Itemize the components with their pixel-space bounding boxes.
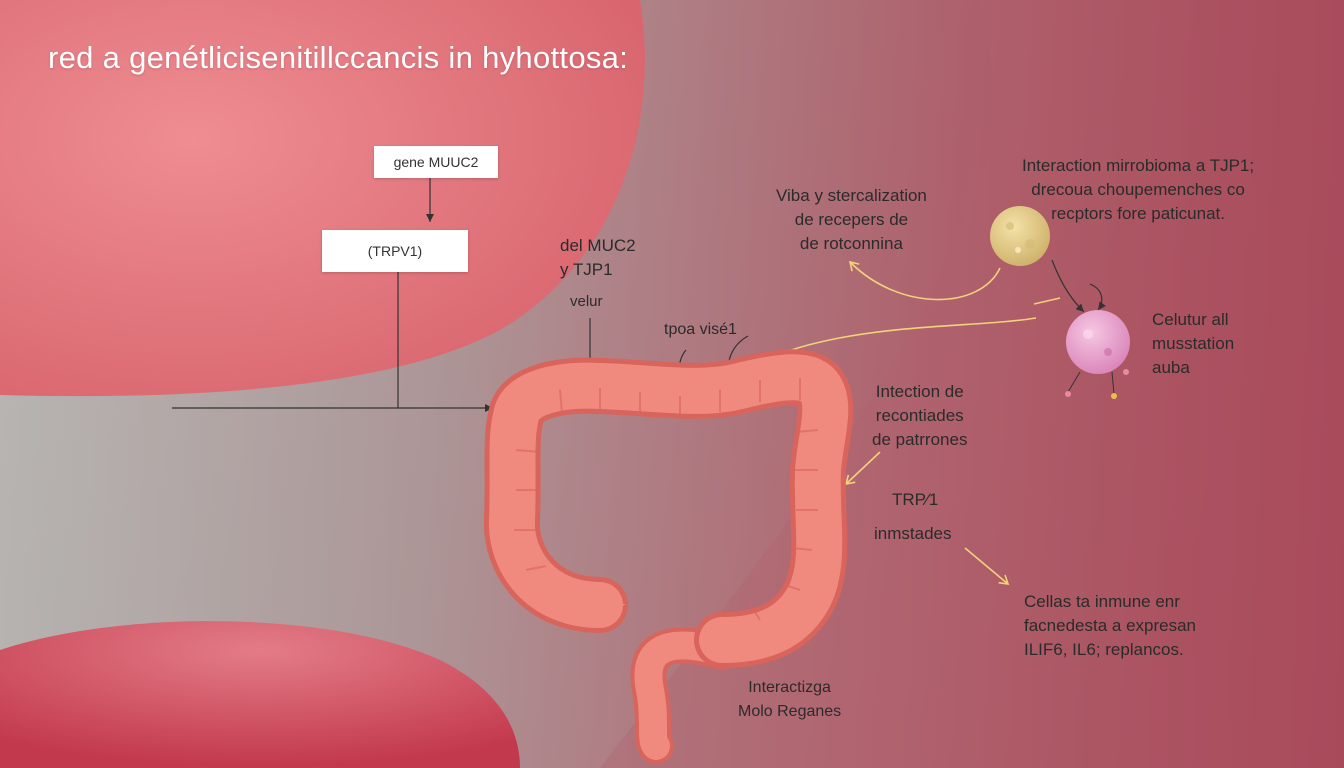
label-intection-line2: recontiades <box>875 406 964 425</box>
arrow-microbe-to-via <box>848 260 1001 301</box>
label-interaction-microbioma: Interaction mirrobioma a TJP1; drecoua c… <box>1022 154 1254 226</box>
page-title: red a genétlicisenitillccancis in hyhott… <box>48 40 629 75</box>
label-interaction-line2: drecoua choupemenches co <box>1031 180 1245 199</box>
arrow-stub <box>1033 297 1061 305</box>
arrow-cellas <box>964 547 1010 585</box>
label-celutur-line1: Celutur all <box>1152 310 1229 329</box>
colon-illustration <box>483 349 854 764</box>
label-cellas-line2: facnedesta a expresan <box>1024 616 1197 635</box>
label-del-muc2: del MUC2 y TJP1 <box>560 234 636 282</box>
label-interaction-line3: recptors fore paticunat. <box>1051 204 1225 223</box>
top-left-pink-blob <box>0 0 645 397</box>
arrow-intection <box>844 451 881 486</box>
gene-muc2-box: gene MUUC2 <box>374 146 498 178</box>
label-cellas-line1: Cellas ta inmune enr <box>1024 592 1180 611</box>
label-via-line1: Viba y stercalization <box>776 186 927 205</box>
label-intection: Intection de recontiades de patrrones <box>872 380 967 452</box>
arrow-microbe-down <box>1051 259 1085 313</box>
trpv1-box: (TRPV1) <box>322 230 468 272</box>
label-celutur-line2: musstation <box>1152 334 1235 353</box>
pink-microbe <box>1065 310 1130 399</box>
arrow-microbe-loop <box>1089 283 1106 311</box>
label-del-muc2-line2: y TJP1 <box>560 260 613 279</box>
label-intection-line1: Intection de <box>875 382 964 401</box>
label-trpv1-line2: inmstades <box>874 524 952 543</box>
label-cellas-inmune: Cellas ta inmune enr facnedesta a expres… <box>1024 590 1196 662</box>
label-celutur-line3: auba <box>1152 358 1190 377</box>
bottom-left-red-blob <box>0 621 520 768</box>
label-interactizga-line2: Molo Reganes <box>738 703 842 720</box>
label-cellas-line3: ILIF6, IL6; replancos. <box>1024 640 1184 659</box>
label-via-line3: de rotconnina <box>799 234 903 253</box>
label-via: Viba y stercalization de recepers de de … <box>776 184 927 256</box>
label-interactizga-line1: Interactizga <box>748 679 831 696</box>
label-interactizga: Interactizga Molo Reganes <box>738 676 841 724</box>
label-del-muc2-line1: del MUC2 <box>560 236 636 255</box>
label-velur: velur <box>570 293 603 310</box>
label-via-line2: de recepers de <box>794 210 909 229</box>
label-trpv1-line1: TRP⁄1 <box>892 490 939 509</box>
label-trpv1-inmstades: TRP⁄1 inmstades <box>874 488 951 546</box>
label-celutur: Celutur all musstation auba <box>1152 308 1234 380</box>
yellow-microbe <box>990 206 1050 266</box>
label-interaction-line1: Interaction mirrobioma a TJP1; <box>1022 156 1255 175</box>
label-tpoa: tpoa visé1 <box>664 321 737 338</box>
label-intection-line3: de patrrones <box>872 430 968 449</box>
right-soft-blob <box>600 0 1344 768</box>
